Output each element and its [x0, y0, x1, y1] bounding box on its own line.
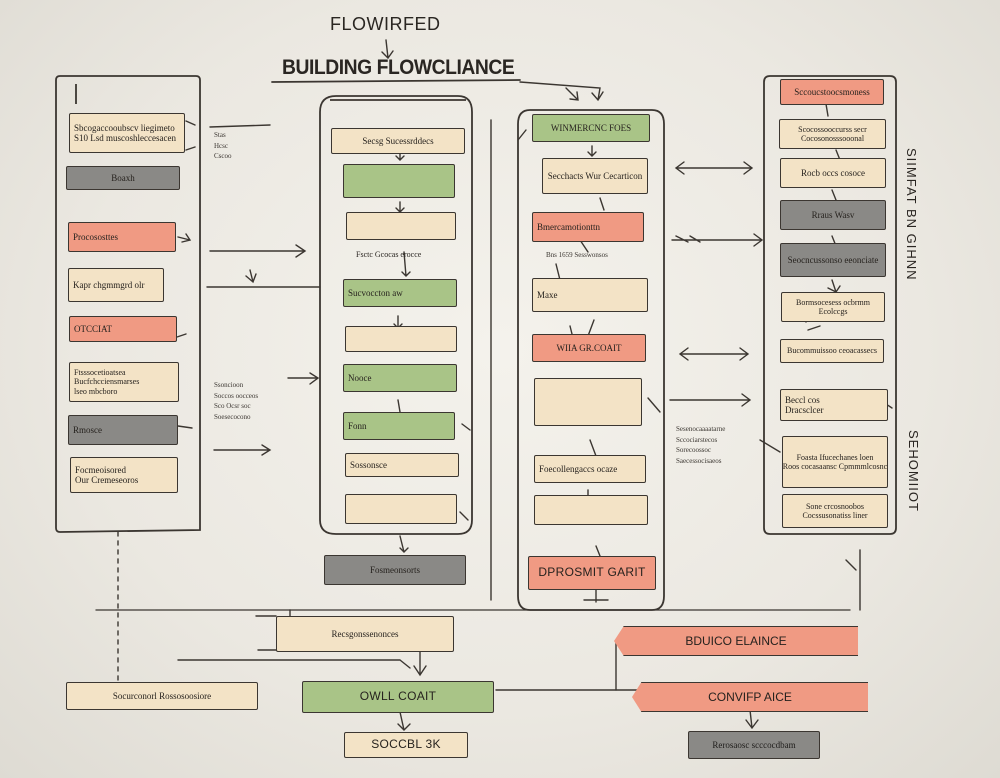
- col2-box-6: Nooce: [343, 364, 457, 392]
- vertical-label-2: SEHOMIIOT: [906, 430, 921, 512]
- col3-box-4: Maxe: [532, 278, 648, 312]
- col3-box-3: Bmercamotionttn: [532, 212, 644, 242]
- diagram-title: BUILDING FLOWCLIANCE: [282, 56, 515, 79]
- arrow-c1-c2-a: [209, 244, 307, 258]
- bottom-right-arrow-1: BDUICO ELAINCE: [614, 626, 858, 656]
- col3-box-6: [534, 378, 642, 426]
- col1-box-1: Sbcogaccooubscv liegimeto S10 Lsd muscos…: [69, 113, 185, 153]
- arrow-c1-c2-c: [213, 444, 272, 456]
- col3-bottom-box: DPROSMIT GARIT: [528, 556, 656, 590]
- bottom-left-box: Socurconorl Rossosoosiore: [66, 682, 258, 710]
- bottom-center-box: OWLL COAIT: [302, 681, 494, 713]
- col4-box-5: Seocncussonso eeonciate: [780, 243, 886, 277]
- col4-box-7: Bucommuissoo ceoacassecs: [780, 339, 884, 363]
- col1-box-8: Focmeoisored Our Cremeseoros: [70, 457, 178, 493]
- col3-frame: [517, 109, 665, 611]
- title-arrow: [381, 39, 394, 60]
- col1-box-7: Rmosce: [68, 415, 178, 445]
- col4-frame: [763, 75, 897, 535]
- bottom-center-small-box: SOCCBL 3K: [344, 732, 468, 758]
- note-left-2: Ssoncioon Soccos oocceos Sco Ocsr soc So…: [214, 381, 259, 421]
- bottom-right-small-box: Rerosaosc scccocdbam: [688, 731, 820, 759]
- col2-bottom-box: Fosmeonsorts: [324, 555, 466, 585]
- col4-box-6: Bormsocesess ocbrmm Ecolccgs: [781, 292, 885, 322]
- diagram-subtitle: FLOWIRFED: [330, 14, 441, 34]
- col2-box-1: Secsg Sucessrddecs: [331, 128, 465, 154]
- col3-box-2: Secchacts Wur Cecarticon: [542, 158, 648, 194]
- col4-box-8: Beccl cos Dracsclcer: [780, 389, 888, 421]
- col2-box-3: [346, 212, 456, 240]
- col4-box-1: Sccoucstoocsmoness: [780, 79, 884, 105]
- col2-caption: Fsctc Gcocas erocce: [356, 250, 422, 259]
- col3-box-8: [534, 495, 648, 525]
- col3-box-1: WINMERCNC FOES: [532, 114, 650, 142]
- arrow-c3-c4-a: [674, 161, 754, 175]
- arrow-c3-c4-c: [678, 347, 750, 361]
- col4-box-10: Sone crcosnoobos Cocssusonatiss liner: [782, 494, 888, 528]
- col2-box-5: [345, 326, 457, 352]
- col3-box-5: WIIA GR.COAIT: [532, 334, 646, 362]
- col2-frame: [319, 95, 473, 535]
- col1-frame: [55, 75, 201, 533]
- title-underline: [271, 79, 521, 83]
- col1-box-2: Boaxh: [66, 166, 180, 190]
- col3-box-7: Foecollengaccs ocaze: [534, 455, 646, 483]
- col4-box-4: Rraus Wasv: [780, 200, 886, 230]
- col1-box-6: Ftsssocetioatsea Bucfchcciensmarses lseo…: [69, 362, 179, 402]
- col1-box-3: Procososttes: [68, 222, 176, 252]
- note-col3-caption: Bns 1659 Sesswonsos: [546, 251, 608, 259]
- col1-box-5: OTCCIAT: [69, 316, 177, 342]
- arrow-c1-c2-b: [206, 269, 321, 288]
- col4-box-9: Foasta Ifucechanes loen Roos cocasaansc …: [782, 436, 888, 488]
- note-mid-right: Sesenocaaaatarne Sccociarstecos Sorecoos…: [676, 425, 726, 465]
- vertical-label-1: SIIMFAT BN GIHNN: [904, 148, 919, 281]
- col1-box-4: Kapr chgmmgrd olr: [68, 268, 164, 302]
- col2-box-8: Sossonsce: [345, 453, 459, 477]
- col4-box-2: Scocossooccurss secr Cocosonosssooonal: [779, 119, 886, 149]
- arrow-c3-c4-d: [669, 393, 752, 407]
- arrow-c3-c4-b: [671, 233, 764, 247]
- col2-box-2: [343, 164, 455, 198]
- col2-box-7: Fonn: [343, 412, 455, 440]
- col2-box-4: Sucvoccton aw: [343, 279, 457, 307]
- bottom-mid-top-box: Recsgonssenonces: [276, 616, 454, 652]
- bottom-right-arrow-2: CONVIFP AICE: [632, 682, 868, 712]
- col4-box-3: Rocb occs cosoce: [780, 158, 886, 188]
- note-left-1: Stas Hcsc Cscoo: [214, 131, 232, 160]
- col2-box-9: [345, 494, 457, 524]
- title-arrow-right: [519, 81, 604, 102]
